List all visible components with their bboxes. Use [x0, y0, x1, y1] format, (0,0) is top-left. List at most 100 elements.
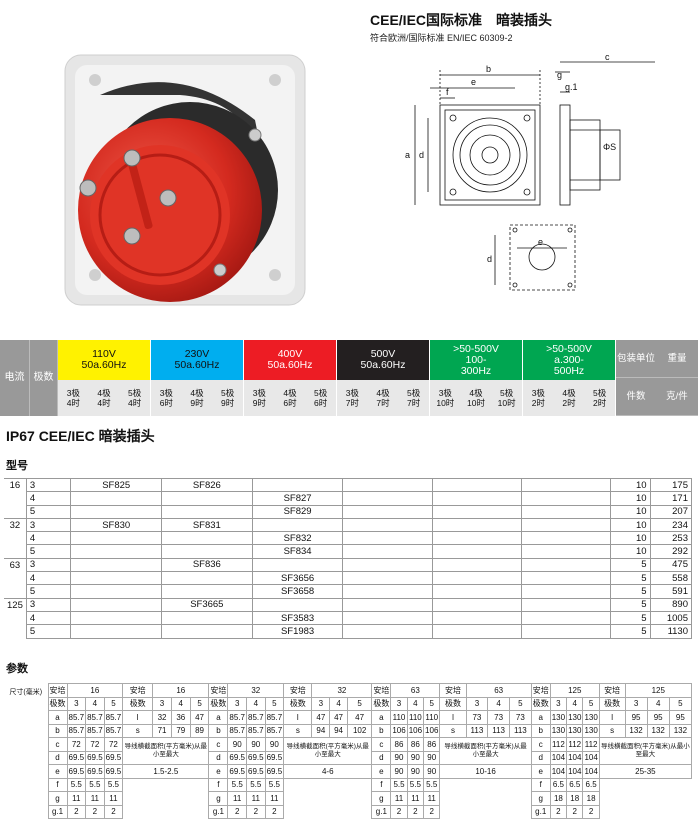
param-cell: 85.7	[264, 723, 285, 738]
pole-hour: 4时	[128, 398, 142, 408]
model-cell	[342, 477, 433, 493]
weight-cell: 558	[649, 571, 693, 586]
param-cell: 2	[66, 804, 87, 819]
param-cell: b	[371, 723, 392, 738]
pole-count: 5极	[221, 388, 235, 398]
voltage-line: 500Hz	[553, 364, 585, 377]
model-cell: SF830	[70, 517, 162, 533]
pole-count: 5极	[128, 388, 142, 398]
param-cell: 86	[390, 737, 408, 752]
param-cell: 90	[423, 764, 441, 779]
param-cell: 32	[152, 710, 172, 725]
empty-cell	[599, 792, 691, 806]
voltage-line: >50-500V	[546, 342, 592, 355]
param-cell: 112	[582, 737, 600, 752]
param-cell: g.1	[371, 804, 392, 819]
model-cell	[521, 491, 612, 506]
pole-count: 3极	[438, 388, 452, 398]
param-cell: 104	[566, 750, 584, 765]
pole-number: 5	[582, 696, 600, 711]
weight-cell: 171	[649, 491, 693, 506]
empty-cell	[123, 792, 209, 806]
param-cell: 90	[406, 764, 425, 779]
weight-column: 重量 克/件	[656, 340, 698, 416]
param-cell: f	[530, 777, 551, 792]
pole-hour: 10时	[467, 398, 485, 408]
amp-cell	[4, 584, 27, 599]
param-cell: 95	[624, 710, 648, 725]
model-cell: SF836	[160, 557, 253, 573]
model-cell	[342, 584, 433, 599]
model-cell	[70, 491, 162, 506]
param-cell: 5.5	[85, 777, 105, 792]
pole-count: 5极	[593, 388, 607, 398]
param-cell: g	[208, 791, 229, 806]
param-cell: 110	[406, 710, 425, 725]
model-cell	[521, 517, 612, 533]
model-cell	[160, 584, 253, 599]
pack-column: 包装单位 件数	[616, 340, 656, 416]
wire-range: 1.5-2.5	[122, 764, 210, 779]
pcs-cell: 10	[610, 491, 651, 506]
param-cell: 2	[227, 804, 247, 819]
param-cell: 130	[549, 710, 568, 725]
param-cell: 69.5	[103, 750, 124, 765]
param-cell: b	[208, 723, 229, 738]
model-cell: SF3665	[160, 597, 253, 612]
param-cell: 5.5	[227, 777, 247, 792]
pole-count: 5极	[407, 388, 421, 398]
param-cell: g.1	[47, 804, 68, 819]
param-cell: 47	[346, 710, 373, 725]
param-cell: 113	[465, 723, 489, 738]
param-cell: 130	[549, 723, 568, 738]
param-cell: 130	[566, 710, 584, 725]
voltage-line: 110V	[92, 348, 116, 360]
install-label: 安培	[439, 683, 467, 698]
param-cell: 85.7	[227, 723, 247, 738]
param-cell: g	[371, 791, 392, 806]
pole-cell: 4	[25, 610, 72, 626]
model-cell	[160, 610, 253, 626]
param-cell: d	[530, 750, 551, 765]
param-label: 参数	[6, 663, 28, 675]
weight-cell: 253	[649, 531, 693, 546]
poles-label: 极数	[283, 696, 313, 711]
pieces-label: 件数	[616, 378, 656, 416]
voltage-line: 100-	[465, 353, 487, 366]
pole-count: 3极	[531, 388, 545, 398]
pole-cell: 5	[25, 624, 72, 639]
param-cell: 132	[624, 723, 648, 738]
param-cell: 90	[264, 737, 285, 752]
model-cell: SF831	[160, 517, 253, 533]
model-cell	[342, 544, 433, 559]
size-spacer	[4, 805, 48, 819]
param-cell: 110	[423, 710, 441, 725]
voltage-line: 50a.60Hz	[174, 359, 220, 371]
dim-phis-label: ΦS	[603, 142, 616, 152]
pack-unit-label: 包装单位	[616, 340, 656, 378]
model-cell: SF3658	[251, 584, 344, 599]
param-cell: 18	[582, 791, 600, 806]
param-cell: 95	[668, 710, 693, 725]
wire-range: 25-35	[598, 764, 693, 779]
param-cell: 85.7	[85, 710, 105, 725]
model-cell: SF3656	[251, 571, 344, 586]
model-cell	[251, 477, 344, 493]
empty-cell	[440, 792, 531, 806]
page-title: CEE/IEC国际标准 暗装插头	[370, 12, 553, 28]
amp-value: 125	[549, 683, 600, 698]
voltage-line: 230V	[184, 348, 210, 360]
param-cell: 2	[103, 804, 124, 819]
